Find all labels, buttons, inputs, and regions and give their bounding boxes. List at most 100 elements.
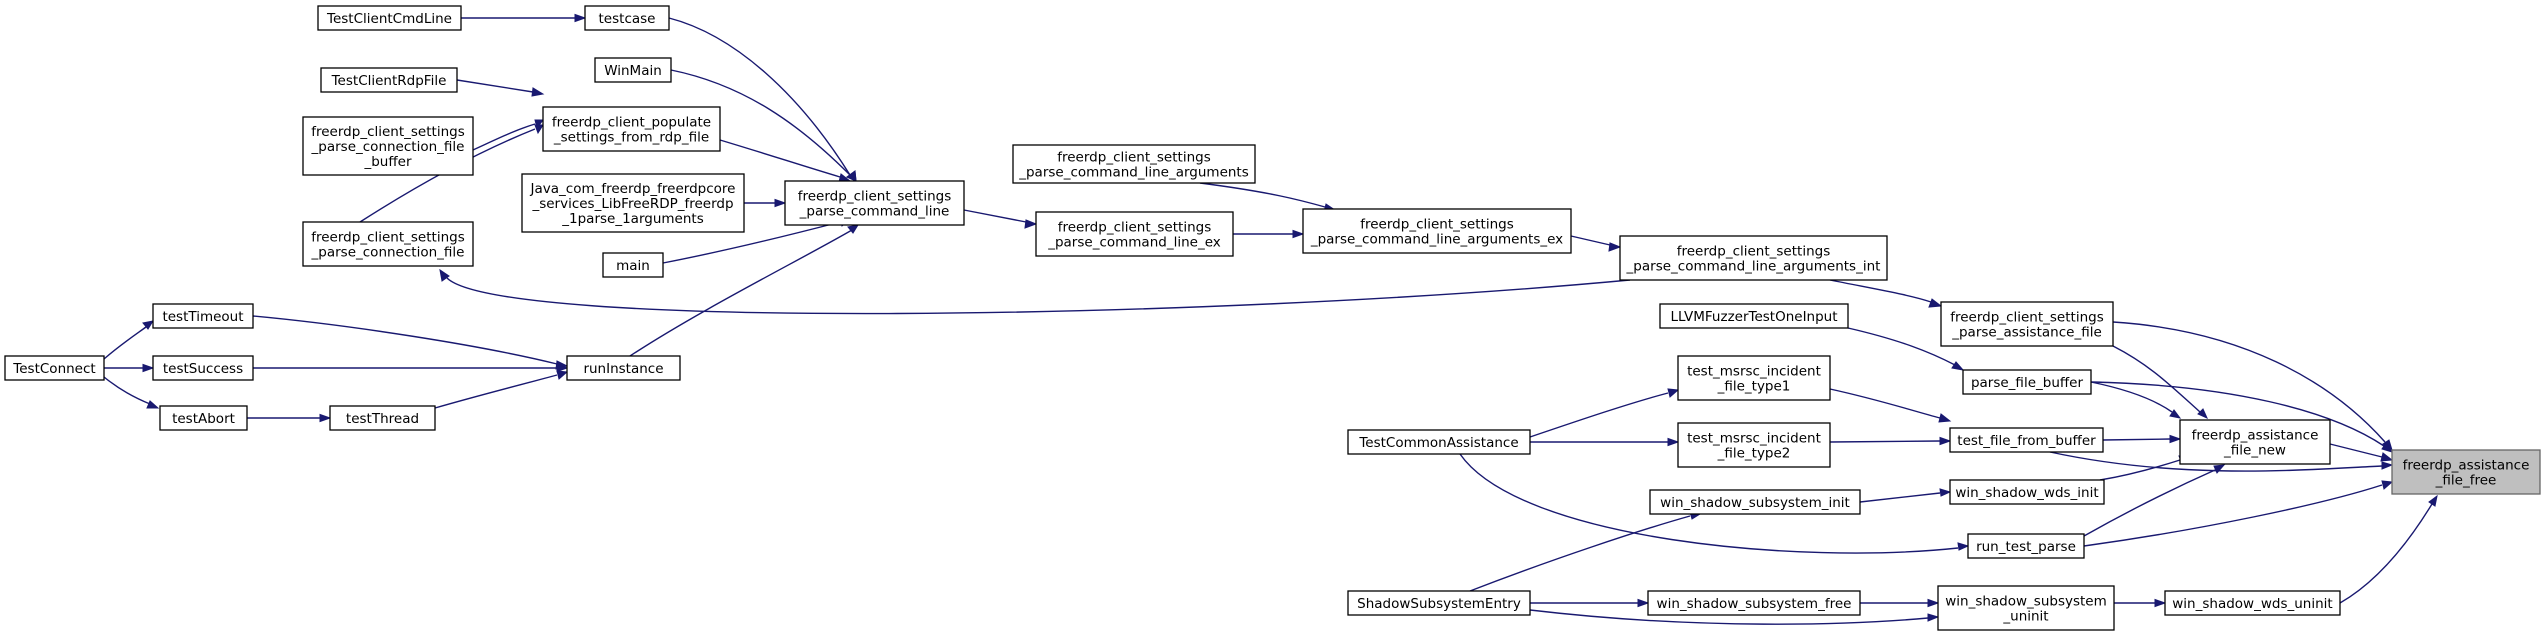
node-label: test_file_from_buffer — [1957, 433, 2096, 449]
edge-testtimeout-runinstance — [252, 315, 558, 365]
node-wwi[interactable]: win_shadow_wds_init — [1949, 479, 2105, 505]
node-pcfb[interactable]: freerdp_client_settings_parse_connection… — [302, 116, 474, 176]
edge-testsuccess-runinstance-arrowhead — [556, 363, 569, 373]
edge-pfb-afree-arrowhead — [2381, 442, 2394, 453]
node-testabort[interactable]: testAbort — [159, 405, 248, 431]
node-box — [594, 57, 672, 83]
edge-pfb-afn — [2090, 381, 2173, 413]
node-box — [1619, 235, 1888, 281]
node-box — [320, 67, 458, 93]
edge-pclaex-pclaint — [1570, 235, 1611, 246]
edge-testconnect-testsuccess-arrowhead — [142, 363, 155, 373]
edge-tca-t1-arrowhead — [1667, 388, 1680, 398]
node-pfb[interactable]: parse_file_buffer — [1962, 369, 2092, 395]
edge-wwu-afree — [2339, 503, 2433, 604]
node-afree[interactable]: freerdp_assistance_file_free — [2391, 449, 2541, 495]
node-llvm[interactable]: LLVMFuzzerTestOneInput — [1659, 303, 1849, 329]
edge-testconnect-testtimeout-arrowhead — [142, 320, 155, 330]
node-label: win_shadow_wds_init — [1955, 485, 2098, 501]
node-label: win_shadow_subsystem_free — [1657, 596, 1852, 612]
node-label: freerdp_client_settings — [311, 124, 464, 140]
node-box — [1347, 590, 1531, 616]
node-pcl[interactable]: freerdp_client_settings_parse_command_li… — [784, 180, 965, 226]
node-label: _file_type1 — [1717, 379, 1791, 395]
node-afn[interactable]: freerdp_assistance_file_new — [2179, 419, 2331, 465]
node-testcase[interactable]: testcase — [584, 5, 670, 31]
edge-llvm-pfb-arrowhead — [1951, 361, 1965, 371]
edge-t1-tffb-arrowhead — [1938, 413, 1952, 423]
node-label: freerdp_client_settings — [311, 230, 464, 246]
node-label: freerdp_client_settings — [798, 189, 951, 205]
node-testconnect[interactable]: TestConnect — [4, 355, 105, 381]
node-testclientrdpfile[interactable]: TestClientRdpFile — [320, 67, 458, 93]
edge-testcase-pcl — [668, 17, 851, 176]
node-label: _uninit — [2002, 609, 2048, 625]
edge-testthread-runinstance-arrowhead — [556, 370, 569, 380]
node-tffb[interactable]: test_file_from_buffer — [1949, 427, 2104, 453]
node-testclientcmdline[interactable]: TestClientCmdLine — [317, 5, 462, 31]
node-box — [1035, 211, 1234, 257]
node-t2[interactable]: test_msrsc_incident_file_type2 — [1677, 422, 1831, 468]
node-label: freerdp_assistance — [2403, 458, 2530, 474]
node-pcla[interactable]: freerdp_client_settings_parse_command_li… — [1012, 144, 1256, 184]
node-winmain[interactable]: WinMain — [594, 57, 672, 83]
node-java[interactable]: Java_com_freerdp_freerdpcore_services_Li… — [521, 173, 745, 233]
node-paf[interactable]: freerdp_client_settings_parse_assistance… — [1940, 301, 2114, 347]
node-box — [566, 355, 681, 381]
node-pcla-ex[interactable]: freerdp_client_settings_parse_command_li… — [1302, 208, 1572, 254]
edge-pclaex-pclaint-arrowhead — [1608, 242, 1622, 252]
node-tca[interactable]: TestCommonAssistance — [1347, 429, 1531, 455]
node-label: TestClientCmdLine — [326, 11, 452, 27]
node-box — [302, 221, 474, 267]
edge-pclaint-pcf — [446, 277, 1631, 315]
edge-testclientcmdline-testcase-arrowhead — [574, 13, 587, 23]
node-label: freerdp_client_settings — [1360, 217, 1513, 233]
node-runinstance[interactable]: runInstance — [566, 355, 681, 381]
node-label: test_msrsc_incident — [1687, 431, 1821, 447]
node-populate[interactable]: freerdp_client_populate_settings_from_rd… — [542, 106, 721, 152]
node-label: _services_LibFreeRDP_freerdp — [531, 196, 733, 212]
node-testtimeout[interactable]: testTimeout — [152, 303, 254, 329]
node-wssu[interactable]: win_shadow_subsystem_uninit — [1937, 585, 2115, 631]
node-pcl-ex[interactable]: freerdp_client_settings_parse_command_li… — [1035, 211, 1234, 257]
edge-tca-t2-arrowhead — [1667, 437, 1680, 447]
node-label: freerdp_client_populate — [552, 115, 711, 131]
node-wssi[interactable]: win_shadow_subsystem_init — [1649, 489, 1861, 515]
edge-t1-tffb — [1829, 388, 1941, 419]
node-label: freerdp_client_settings — [1950, 310, 2103, 326]
node-t1[interactable]: test_msrsc_incident_file_type1 — [1677, 355, 1831, 401]
node-label: _settings_from_rdp_file — [553, 130, 709, 146]
node-label: _file_new — [2223, 443, 2286, 459]
edge-wwu-afree-arrowhead — [2428, 494, 2438, 507]
node-label: win_shadow_wds_uninit — [2172, 596, 2332, 612]
node-label: win_shadow_subsystem_init — [1660, 495, 1850, 511]
edge-tffb-afn-arrowhead — [2169, 434, 2182, 444]
edge-tffb-afn — [2102, 438, 2171, 441]
node-label: _parse_command_line_ex — [1047, 235, 1221, 251]
node-wssf[interactable]: win_shadow_subsystem_free — [1647, 590, 1861, 616]
edge-pclaint-pcf-arrowhead — [439, 268, 450, 282]
node-label: test_msrsc_incident — [1687, 364, 1821, 380]
edge-sse-wssu-arrowhead — [1927, 613, 1940, 622]
edge-pfb-afree — [2090, 381, 2385, 447]
node-box — [521, 173, 745, 233]
node-label: TestClientRdpFile — [331, 73, 447, 89]
node-label: LLVMFuzzerTestOneInput — [1670, 309, 1837, 325]
node-sse[interactable]: ShadowSubsystemEntry — [1347, 590, 1531, 616]
edge-pcfb-populate — [472, 123, 536, 151]
node-wwu[interactable]: win_shadow_wds_uninit — [2164, 590, 2341, 616]
node-pcla-int[interactable]: freerdp_client_settings_parse_command_li… — [1619, 235, 1888, 281]
node-label: TestConnect — [12, 361, 95, 377]
edge-tffb-afree — [2049, 451, 2383, 472]
node-rtp[interactable]: run_test_parse — [1967, 533, 2085, 559]
edge-testclientrdpfile-populate — [456, 79, 534, 93]
node-main[interactable]: main — [602, 252, 664, 278]
node-testthread[interactable]: testThread — [329, 405, 436, 431]
edge-wssi-wwi — [1859, 492, 1941, 503]
edge-sse-wssf-arrowhead — [1637, 598, 1650, 608]
node-label: testcase — [599, 11, 656, 27]
edge-wssi-wwi-arrowhead — [1939, 488, 1952, 497]
node-testsuccess[interactable]: testSuccess — [152, 355, 254, 381]
node-pcf[interactable]: freerdp_client_settings_parse_connection… — [302, 221, 474, 267]
node-box — [317, 5, 462, 31]
